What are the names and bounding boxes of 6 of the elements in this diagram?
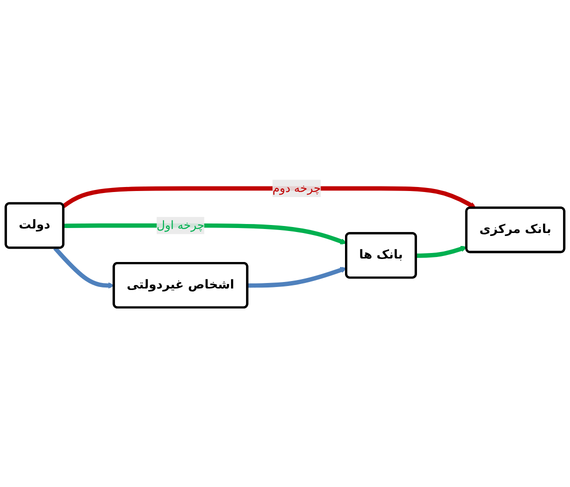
edge-label: چرخه اول <box>156 218 204 232</box>
arrow <box>53 246 114 289</box>
arrow <box>62 186 476 208</box>
edge-label: چرخه دوم <box>272 181 321 195</box>
arrow <box>416 246 467 258</box>
arrow <box>248 266 347 288</box>
